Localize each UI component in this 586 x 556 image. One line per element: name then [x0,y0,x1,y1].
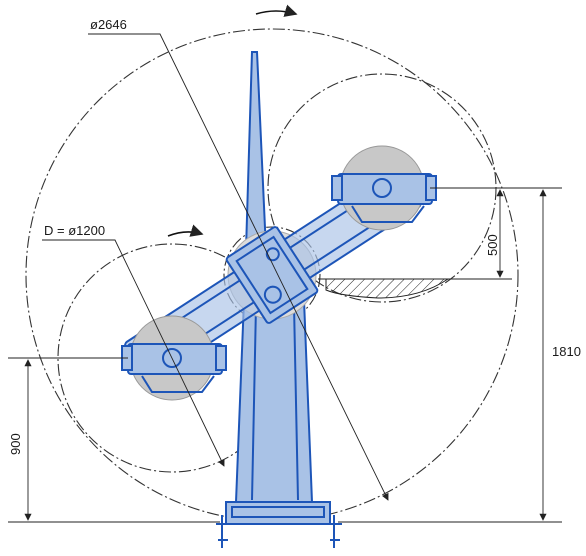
disc-diameter-label: D = ø1200 [44,223,105,238]
hatched-pit [325,278,450,299]
vertical-mast [244,51,268,251]
lower-height-label: 900 [8,433,23,455]
curved-arrow-right-icon [167,224,204,237]
base-frame [225,501,331,525]
base-feet [216,515,342,548]
curved-arrow-right-icon [255,4,298,17]
outer-diameter-label: ø2646 [90,17,127,32]
pedestal-column [234,299,314,503]
total-height-label: 1810 [552,344,581,359]
offset-label: 500 [485,234,500,256]
